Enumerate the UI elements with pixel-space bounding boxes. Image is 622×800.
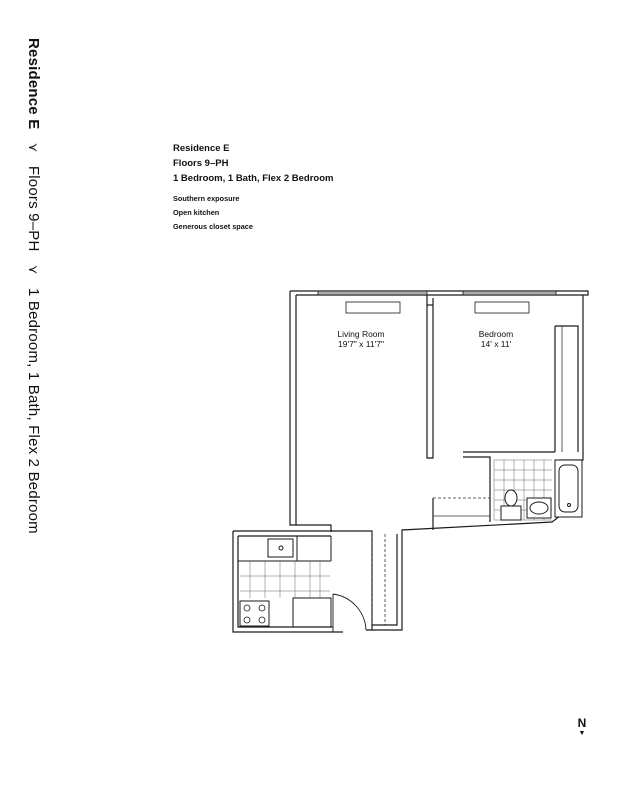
closets xyxy=(371,326,563,625)
bathtub-icon xyxy=(554,459,583,518)
north-label: N xyxy=(577,716,587,730)
kitchen-counter xyxy=(238,536,332,628)
kitchen-sink-icon xyxy=(267,538,294,558)
bathroom-sink-icon xyxy=(526,497,552,519)
north-arrow-icon: ▼ xyxy=(578,730,586,737)
interior-walls xyxy=(426,295,579,530)
living-room-name: Living Room xyxy=(337,329,384,339)
bedroom-name: Bedroom xyxy=(479,329,514,339)
radiator-covers xyxy=(345,301,530,314)
north-compass: N ▼ xyxy=(573,716,591,737)
windows xyxy=(317,290,557,296)
entry-door-icon xyxy=(332,593,367,632)
living-room-dims: 19'7" x 11'7" xyxy=(338,339,384,349)
stove-icon xyxy=(239,600,270,627)
feature-item: Generous closet space xyxy=(173,222,253,231)
refrigerator-icon xyxy=(292,597,332,628)
bathroom-tile xyxy=(493,459,552,521)
residence-name: Residence E xyxy=(173,143,230,154)
feature-list: Southern exposure Open kitchen Generous … xyxy=(173,192,333,234)
floors-range: Floors 9–PH xyxy=(173,158,229,169)
unit-layout: 1 Bedroom, 1 Bath, Flex 2 Bedroom xyxy=(173,173,334,184)
feature-item: Southern exposure xyxy=(173,194,240,203)
toilet-icon xyxy=(500,489,522,521)
info-block: Residence E Floors 9–PH 1 Bedroom, 1 Bat… xyxy=(173,141,333,234)
stove-burners xyxy=(243,604,266,624)
bedroom-dims: 14' x 11' xyxy=(481,339,512,349)
feature-item: Open kitchen xyxy=(173,208,220,217)
